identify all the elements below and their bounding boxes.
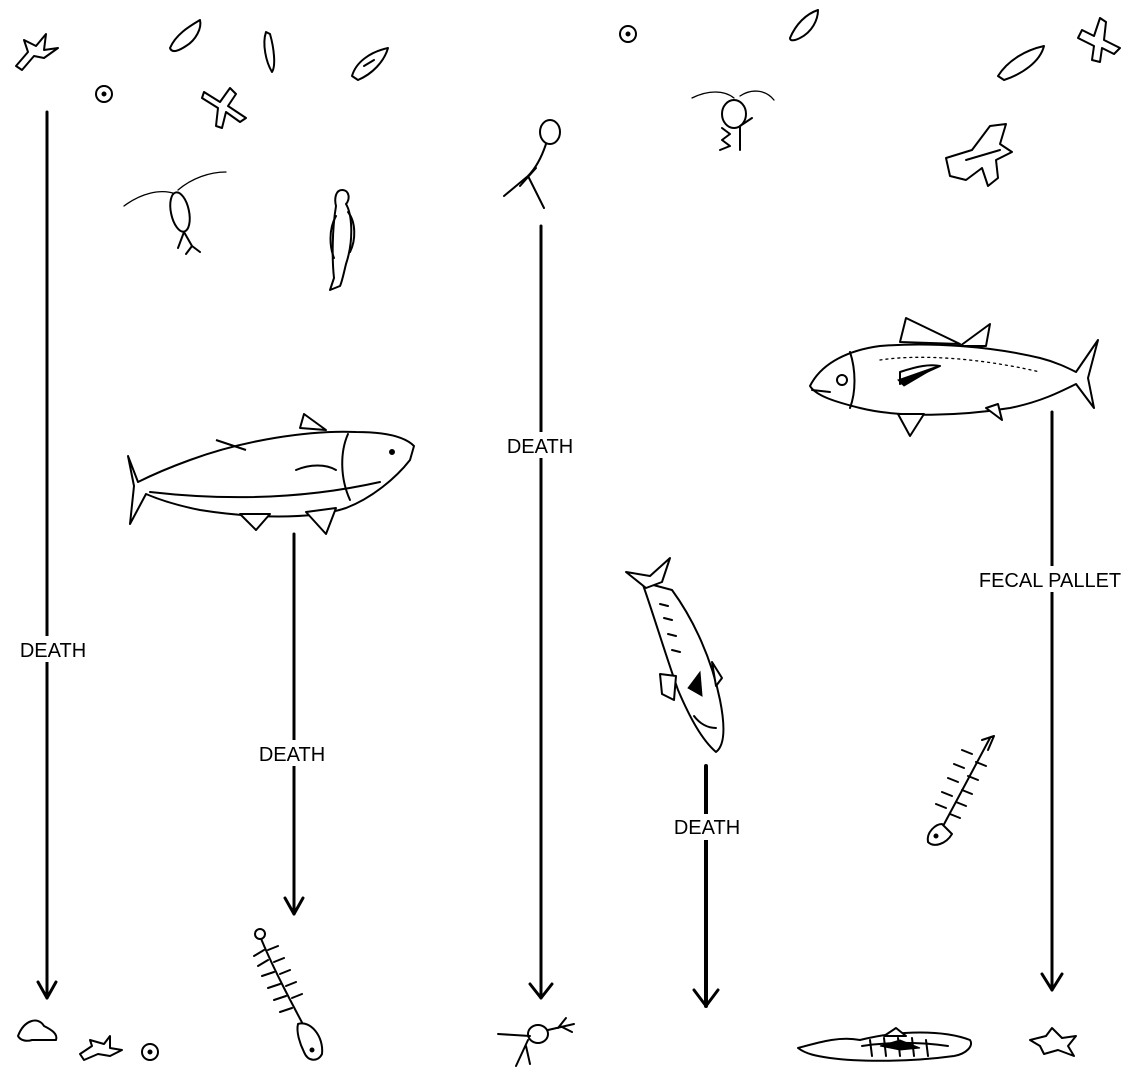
label-death-tuna-left: DEATH <box>259 744 325 766</box>
tuna-left <box>128 414 414 534</box>
copepod-left <box>124 172 226 254</box>
arrow-death-sinking-fish <box>694 766 718 1006</box>
fish-skeleton-bottom-left <box>254 929 322 1060</box>
dead-copepod-bottom-center <box>498 1018 574 1066</box>
label-death-center: DEATH <box>507 436 573 458</box>
arrow-death-far-left <box>38 112 56 998</box>
label-fecal-pallet: FECAL PALLET <box>979 570 1121 592</box>
bottom-particle-right <box>1030 1028 1076 1056</box>
arrow-fecal-pellet <box>1042 412 1062 990</box>
label-death-far-left: DEATH <box>20 640 86 662</box>
arrow-death-center <box>530 226 552 998</box>
copepod-center <box>504 120 560 208</box>
label-death-sinking-fish: DEATH <box>674 817 740 839</box>
fish-skeleton-right <box>928 736 994 845</box>
phytoplankton-top-right <box>620 10 1120 80</box>
bottom-remains-left <box>18 1021 158 1060</box>
tuna-right <box>810 318 1098 436</box>
copepod-top-right <box>692 91 774 150</box>
sinking-dead-fish <box>626 558 723 752</box>
larval-fish-left <box>330 190 354 290</box>
phytoplankton-top-left <box>16 20 388 128</box>
arrow-death-tuna-left <box>285 534 303 914</box>
plankton-cluster-right <box>946 124 1012 186</box>
decomposing-fish-bottom <box>798 1028 971 1061</box>
